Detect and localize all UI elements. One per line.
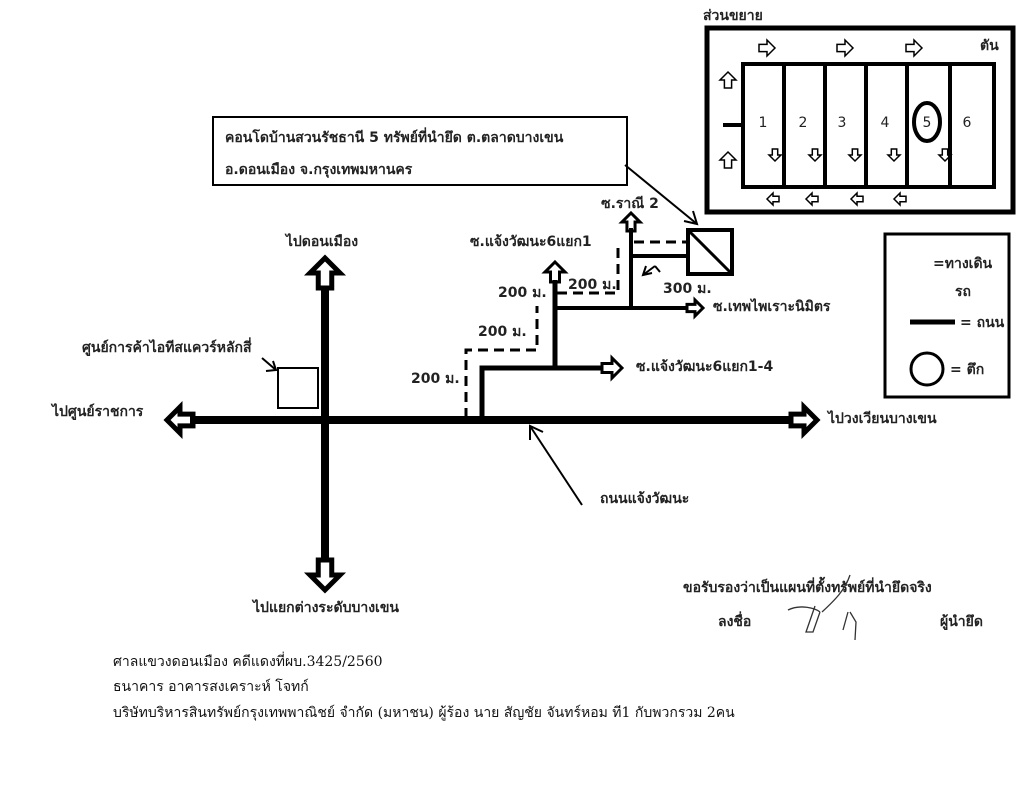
property-building-diagonal [688,230,732,274]
legend-road-label: = ถนน [960,315,1005,331]
landmark-pointer [261,357,277,371]
info-pointer-head [683,210,699,226]
soi-thep-label: ซ.เทพไพเราะนิมิตร [713,297,831,315]
main-road-label: ถนนแจ้งวัฒนะ [600,491,689,507]
legend-arrow-label-cont: รถ [955,284,971,300]
building-number: 4 [881,115,890,131]
arrow-down-icon [886,148,902,163]
distance-label: 200 ม. [568,277,617,293]
arrow-left-icon [765,191,780,207]
arrow-right-icon [685,296,706,320]
east-label: ไปวงเวียนบางเขน [826,409,937,427]
arrow-right-icon [600,354,625,382]
info-box [212,116,628,186]
info-line-1: คอนโดบ้านสวนรัชธานี 5 ทรัพย์ที่นำยึด ต.ต… [225,127,564,146]
east-arrow-icon [788,400,821,440]
landmark-building [277,367,319,409]
arrow-up-icon [718,150,738,169]
sign-label: ลงชื่อ [718,611,751,630]
arrow-left-icon [804,191,819,207]
arrow-right-icon [905,38,924,58]
dead-end-label: ตัน [980,38,999,54]
arrow-down-icon [847,148,863,163]
road-pointer [529,425,583,506]
legend-building-icon [909,351,945,387]
arrow-down-icon [807,148,823,163]
arrow-left-icon [849,191,864,207]
arrow-down-icon [767,148,783,163]
landmark-label: ศูนย์การค้าไอทีสแควร์หลักสี่ [82,337,252,356]
info-pointer [624,164,698,225]
landmark-pointer-head [265,360,278,372]
soi-rani-label: ซ.ราณี 2 [601,196,659,212]
west-label: ไปศูนย์ราชการ [50,402,144,420]
south-arrow-icon [303,557,347,594]
certification-statement: ขอรับรองว่าเป็นแผนที่ตั้งทรัพย์ที่นำยึดจ… [683,576,932,596]
route-dashed [464,306,539,418]
legend-building-label: = ตึก [950,361,984,378]
arrow-right-icon [758,38,777,58]
arrow-up-icon [541,259,569,284]
inset-frame [704,25,1016,215]
footer-line: ศาลแขวงดอนเมือง คดีแดงที่ผบ.3425/2560 [113,652,383,670]
legend-arrow-label: =ทางเดิน [933,256,993,272]
legend-box [883,232,1011,399]
west-arrow-icon [163,400,196,440]
south-label: ไปแยกต่างระดับบางเขน [251,598,399,616]
road-pointer-head [529,424,544,440]
inset-block [741,62,996,189]
small-turn-icon [642,265,656,276]
building-number: 2 [799,115,808,131]
footer-line: ธนาคาร อาคารสงเคราะห์ โจทก์ [113,678,309,695]
footer-line: บริษัทบริหารสินทรัพย์กรุงเทพพาณิชย์ จำกั… [113,704,735,721]
distance-label: 200 ม. [498,285,547,301]
arrow-left-icon [892,191,907,207]
building-number: 5 [923,115,932,131]
soi-road-1-4 [479,365,602,420]
building-number: 6 [963,115,972,131]
info-line-2: อ.ดอนเมือง จ.กรุงเทพมหานคร [225,162,413,178]
distance-label: 200 ม. [478,324,527,340]
north-label: ไปดอนเมือง [284,232,358,250]
signature [787,574,857,641]
building-number: 3 [838,115,847,131]
arrow-up-icon [718,70,738,89]
distance-label: 300 ม. [663,281,712,297]
signer-role: ผู้นำยึด [940,613,983,630]
highlighted-building-circle [912,101,942,143]
distance-label: 200 ม. [411,371,460,387]
soi-1-label: ซ.แจ้งวัฒนะ6แยก1 [470,234,592,250]
arrow-right-icon [836,38,855,58]
north-arrow-icon [303,254,347,291]
route-dashed [557,247,620,295]
small-turn-icon [654,265,661,273]
inset-dividers [782,62,952,189]
inset-title: ส่วนขยาย [703,8,763,24]
soi-1-4-label: ซ.แจ้งวัฒนะ6แยก1-4 [636,359,773,375]
building-number: 1 [759,115,768,131]
